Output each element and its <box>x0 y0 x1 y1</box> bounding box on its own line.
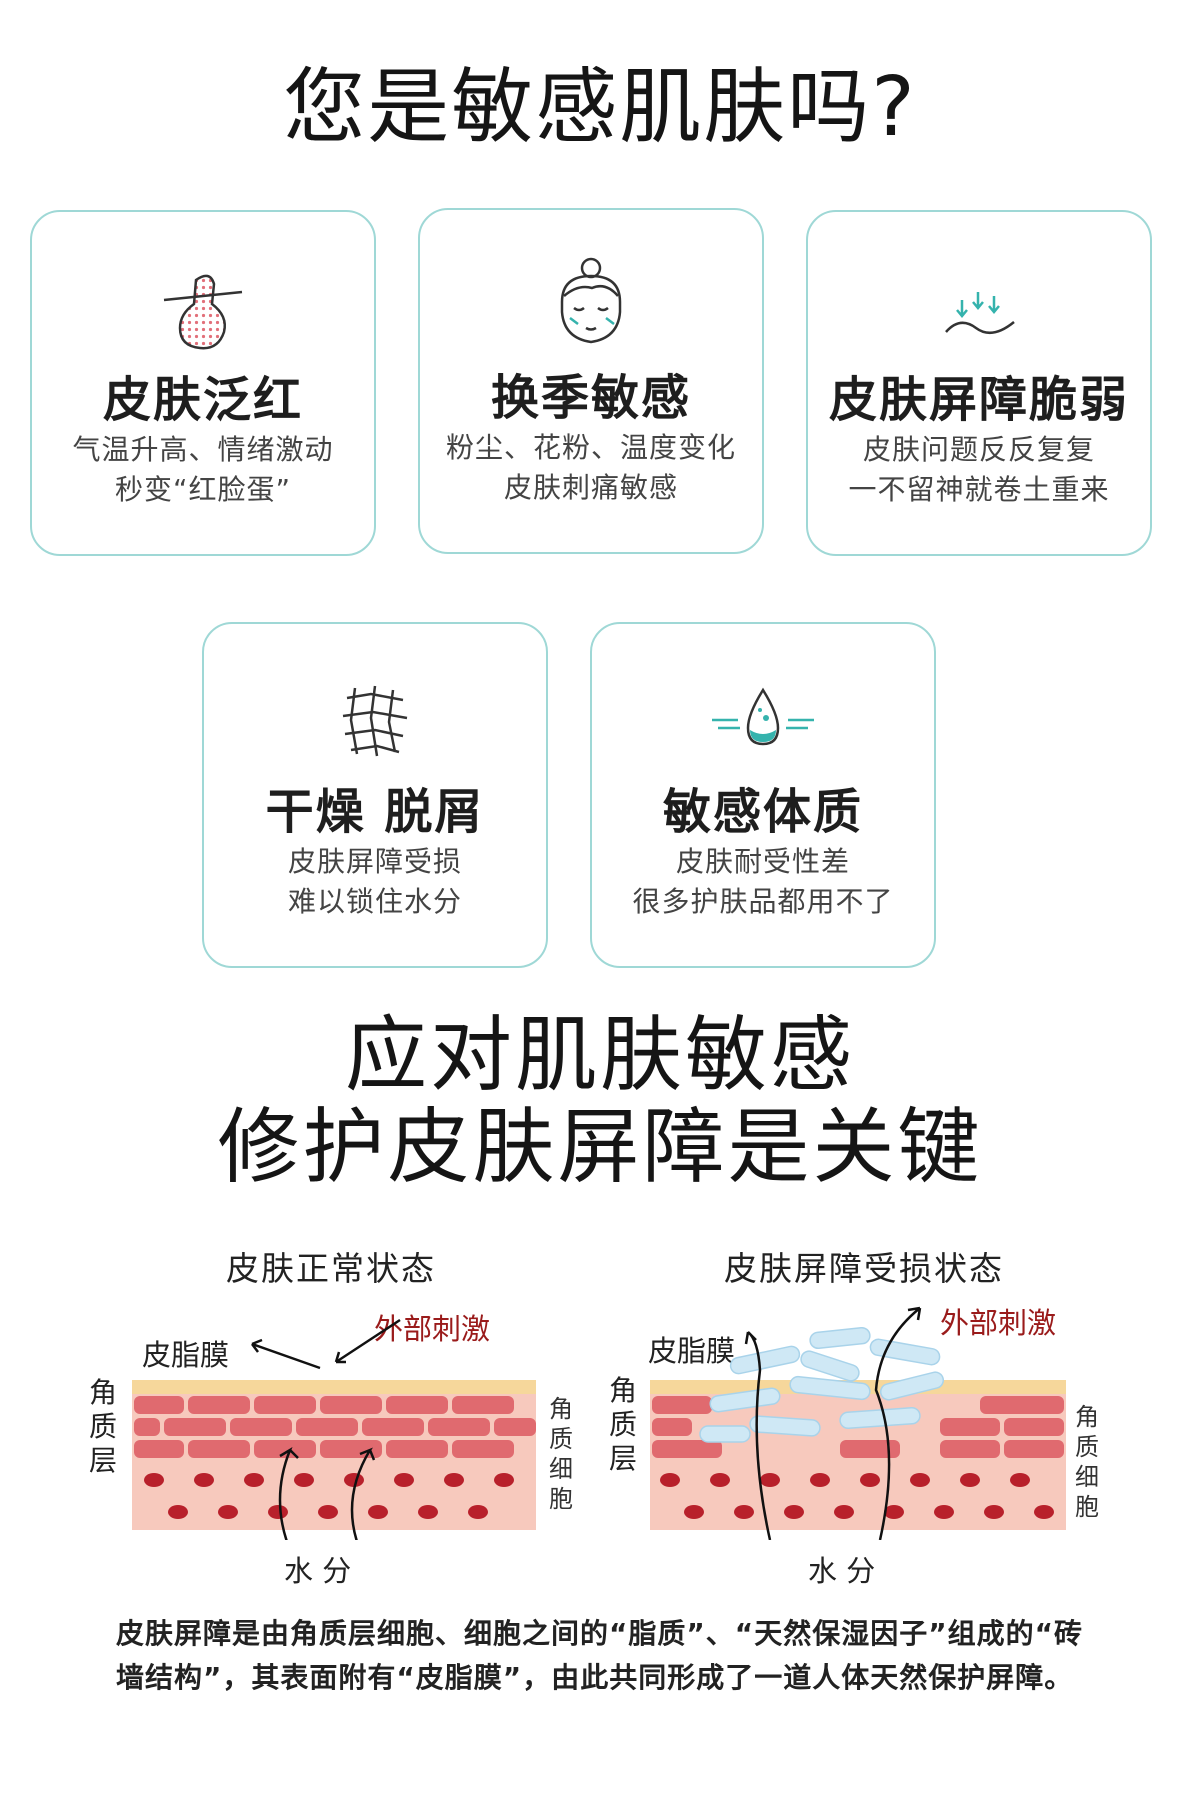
card-line1: 皮肤问题反反复复 <box>862 433 1095 466</box>
card-line1: 粉尘、花粉、温度变化 <box>445 431 736 464</box>
card-title: 干燥 脱屑 <box>265 784 485 840</box>
corneocyte-label: 角质细胞 <box>549 1395 573 1513</box>
stratum-corneum-label: 角质层 <box>88 1376 117 1477</box>
card-line1: 皮肤屏障受损 <box>287 845 462 878</box>
card-line2: 秒变“红脸蛋” <box>114 473 291 506</box>
card-line1: 气温升高、情绪激动 <box>72 433 334 466</box>
corneocyte-label: 角质细胞 <box>1075 1403 1099 1521</box>
water-label: 水 分 <box>284 1554 352 1588</box>
page-title: 您是敏感肌肤吗? <box>283 60 917 155</box>
sebum-label: 皮脂膜 <box>142 1338 230 1372</box>
water-drop-icon <box>712 687 814 746</box>
skin-redness-icon <box>163 274 243 350</box>
card-sensitive-constitution: 敏感体质 皮肤耐受性差 很多护肤品都用不了 <box>590 622 936 968</box>
card-title: 换季敏感 <box>490 370 691 426</box>
damaged-skin-diagram <box>650 1306 1066 1540</box>
stratum-corneum-label: 角质层 <box>608 1374 637 1475</box>
headline-line1: 应对肌肤敏感 <box>344 1008 855 1103</box>
headline-line2: 修护皮肤屏障是关键 <box>217 1100 983 1195</box>
card-line2: 皮肤刺痛敏感 <box>503 471 678 504</box>
card-line1: 皮肤耐受性差 <box>675 845 850 878</box>
barrier-description: 皮肤屏障是由角质层细胞、细胞之间的“脂质”、“天然保湿因子”组成的“砖墙结构”，… <box>116 1617 1084 1694</box>
diagram-damaged-title: 皮肤屏障受损状态 <box>724 1249 1004 1288</box>
card-line2: 很多护肤品都用不了 <box>632 885 894 918</box>
card-seasonal-sensitivity: 换季敏感 粉尘、花粉、温度变化 皮肤刺痛敏感 <box>418 208 764 554</box>
fragile-barrier-icon <box>945 292 1015 335</box>
sebum-label: 皮脂膜 <box>648 1334 736 1368</box>
normal-skin-diagram <box>132 1318 536 1540</box>
dry-flaking-icon <box>342 685 408 757</box>
card-title: 皮肤泛红 <box>102 372 303 428</box>
card-title: 皮肤屏障脆弱 <box>828 372 1129 428</box>
face-icon <box>560 257 622 344</box>
card-line2: 一不留神就卷土重来 <box>848 473 1110 506</box>
card-title: 敏感体质 <box>662 784 863 840</box>
card-line2: 难以锁住水分 <box>287 885 462 918</box>
water-label: 水 分 <box>808 1554 876 1588</box>
stimulus-label: 外部刺激 <box>374 1312 491 1346</box>
diagram-normal-title: 皮肤正常状态 <box>226 1249 436 1288</box>
stimulus-label: 外部刺激 <box>940 1306 1057 1340</box>
card-skin-redness: 皮肤泛红 气温升高、情绪激动 秒变“红脸蛋” <box>30 210 376 556</box>
card-fragile-barrier: 皮肤屏障脆弱 皮肤问题反反复复 一不留神就卷土重来 <box>806 210 1152 556</box>
card-dry-flaking: 干燥 脱屑 皮肤屏障受损 难以锁住水分 <box>202 622 548 968</box>
